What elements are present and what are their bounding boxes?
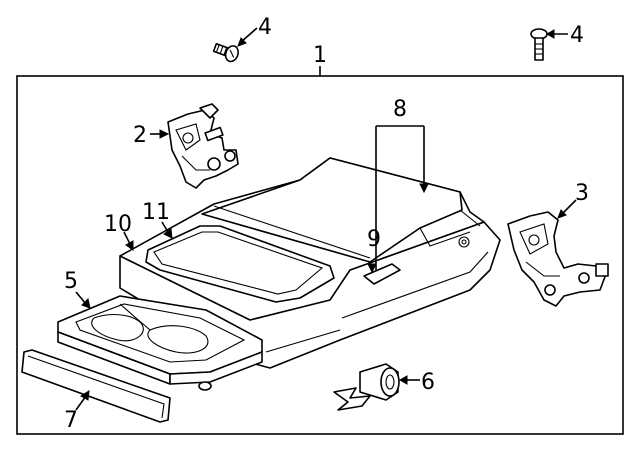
lid-pad	[145, 225, 335, 303]
callout-4-right: 4	[570, 23, 584, 48]
callout-4-left: 4	[258, 15, 272, 40]
callout-5: 5	[64, 269, 78, 294]
trim-panel	[21, 349, 171, 423]
left-hinge-bracket	[167, 103, 239, 189]
screw-icon	[212, 42, 239, 63]
callout-11: 11	[142, 200, 170, 225]
callout-6: 6	[421, 370, 435, 395]
callout-3: 3	[575, 181, 589, 206]
right-hinge-bracket	[507, 211, 609, 307]
callout-1: 1	[313, 43, 327, 68]
latch	[363, 263, 401, 285]
callout-2: 2	[133, 123, 147, 148]
callout-7: 7	[64, 408, 78, 433]
callout-10: 10	[104, 212, 132, 237]
callout-8: 8	[393, 97, 407, 122]
screw-icon	[530, 28, 548, 61]
damper	[333, 363, 400, 411]
callout-9: 9	[367, 227, 381, 252]
cup-holder-tray	[57, 295, 263, 391]
